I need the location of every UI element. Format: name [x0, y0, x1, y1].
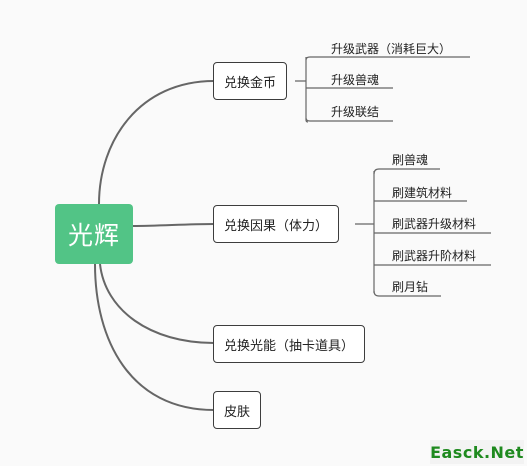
connector-karma-bracket [355, 171, 375, 293]
branch-node-karma[interactable]: 兑换因果（体力） [213, 205, 340, 243]
leaf-node[interactable]: 升级武器（消耗巨大） [331, 42, 452, 56]
branch-label: 兑换金币 [224, 75, 277, 91]
root-node[interactable]: 光辉 [55, 204, 133, 264]
branch-label: 皮肤 [224, 404, 251, 420]
branch-node-skin[interactable]: 皮肤 [213, 391, 262, 429]
leaf-node[interactable]: 升级联结 [331, 105, 380, 119]
branch-label: 兑换因果（体力） [224, 218, 329, 234]
connector-karma-leaf-1 [373, 168, 440, 175]
branch-node-energy[interactable]: 兑换光能（抽卡道具） [213, 325, 366, 363]
connector-root-to-gold [98, 80, 215, 205]
connector-gold-leaf-3 [305, 117, 393, 122]
leaf-node[interactable]: 升级兽魂 [331, 73, 380, 87]
connector-root-to-karma [132, 223, 215, 227]
connector-root-to-skin [94, 263, 215, 411]
branch-label: 兑换光能（抽卡道具） [224, 338, 355, 354]
watermark: Easck.Net [430, 440, 524, 464]
connector-gold-leaf-1 [305, 56, 470, 61]
leaf-node[interactable]: 刷兽魂 [392, 153, 429, 167]
leaf-node[interactable]: 刷武器升阶材料 [392, 249, 477, 263]
leaf-node[interactable]: 刷建筑材料 [392, 186, 453, 200]
connector-gold-bracket [295, 57, 309, 123]
root-label: 光辉 [67, 221, 120, 250]
connector-karma-leaf-5 [373, 290, 441, 297]
leaf-node[interactable]: 刷月钻 [392, 280, 429, 294]
leaf-node[interactable]: 刷武器升级材料 [392, 217, 477, 231]
connector-root-to-energy [99, 263, 215, 344]
branch-node-gold[interactable]: 兑换金币 [213, 62, 288, 100]
